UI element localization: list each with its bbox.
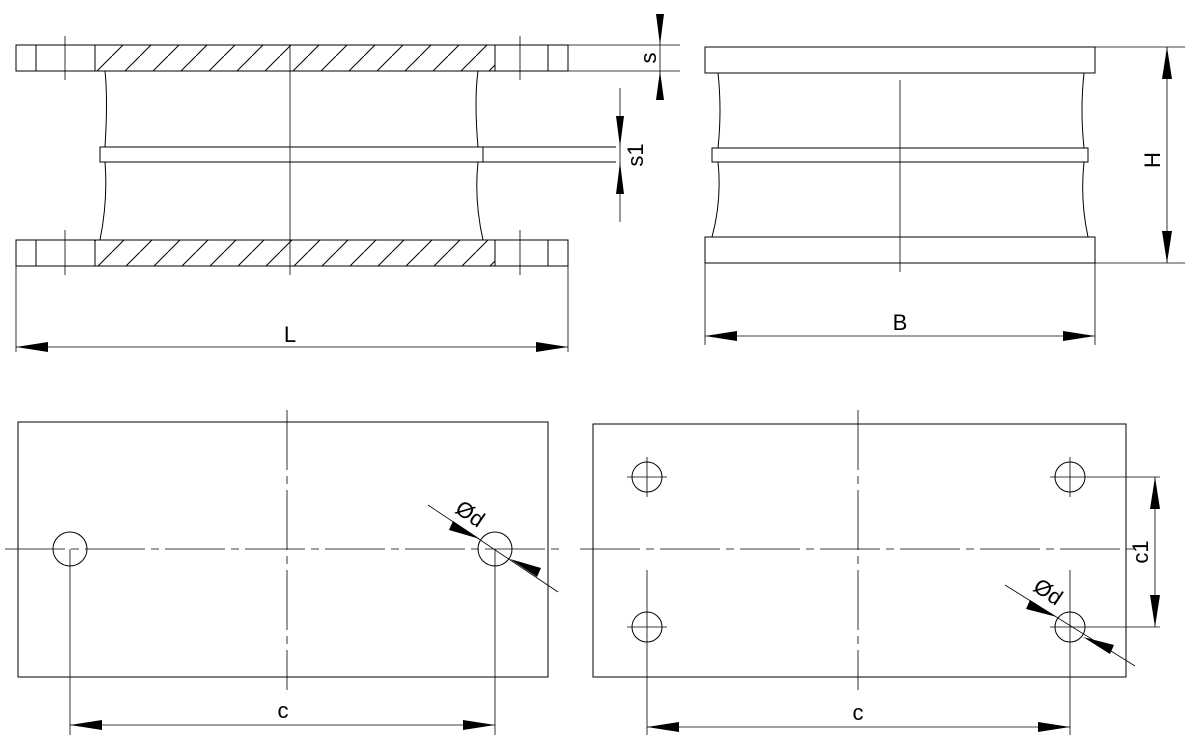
side-view: H B	[704, 46, 1185, 345]
front-view: s s1 L	[15, 14, 680, 352]
plan-right-outline	[592, 423, 1127, 678]
rubber-lower	[99, 161, 484, 241]
B-label: B	[893, 310, 908, 335]
side-rubber-upper	[717, 72, 1085, 149]
c-right-label: c	[853, 700, 864, 725]
plan-view-four-holes: Ød c1 c	[580, 410, 1160, 735]
bottom-flange-hatch	[95, 240, 495, 266]
rubber-upper	[104, 70, 479, 148]
plan-view-two-holes: Ød c	[5, 410, 565, 735]
c-left-label: c	[278, 698, 289, 723]
s-label: s	[636, 53, 661, 64]
top-flange-hatch	[95, 45, 495, 71]
side-top-plate	[704, 46, 1096, 74]
s1-label: s1	[623, 143, 648, 166]
plan-left-outline	[17, 421, 549, 678]
middle-plate	[99, 146, 484, 163]
L-label: L	[284, 322, 296, 347]
c1-label: c1	[1128, 540, 1153, 563]
H-label: H	[1140, 152, 1165, 168]
